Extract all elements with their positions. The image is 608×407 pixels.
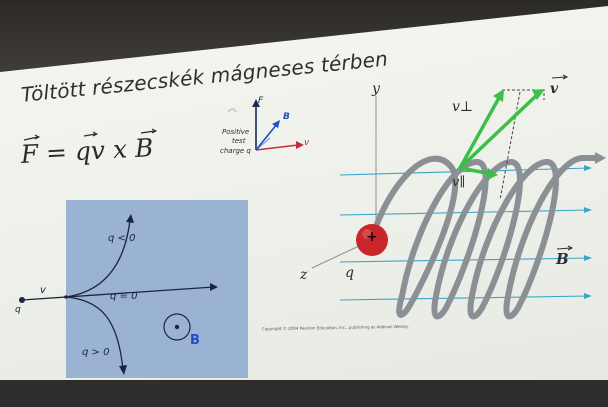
force-label-b: B (283, 112, 290, 122)
label-q-deflection: q (15, 305, 21, 315)
field-b-label: B (556, 250, 569, 268)
label-b-deflection: B (190, 333, 200, 348)
label-q-negative: q < 0 (108, 233, 136, 244)
velocity-parallel-label: v∥ (452, 175, 466, 190)
charge-q-label: q (345, 265, 354, 281)
axis-y-label: y (372, 81, 380, 97)
axis-z-label: z (300, 267, 308, 283)
charge-plus-sign: + (366, 229, 378, 245)
force-caption-line3: charge q (220, 147, 251, 155)
force-label-f: F (258, 96, 264, 106)
deflection-panel (66, 200, 248, 378)
label-q-positive: q > 0 (82, 347, 110, 358)
velocity-v-label: v (550, 81, 559, 97)
velocity-perp-label: v⊥ (452, 99, 474, 115)
label-v-deflection: v (40, 285, 46, 296)
screen-bottom-border (0, 380, 608, 407)
force-caption-line1: Positive (222, 128, 250, 136)
label-q-zero: q = 0 (110, 291, 138, 302)
force-caption-line2: test (232, 137, 246, 145)
force-label-v: v (304, 138, 310, 148)
